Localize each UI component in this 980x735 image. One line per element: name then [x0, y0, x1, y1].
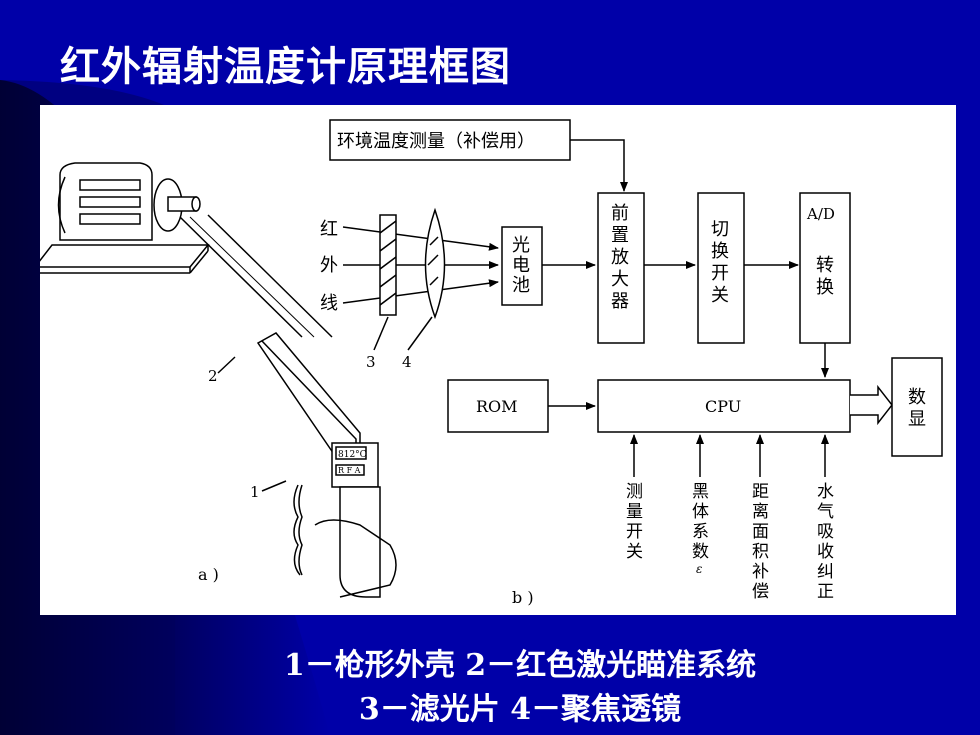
ir-label-1: 红 [320, 219, 338, 240]
ad-convert-2: 换 [816, 277, 834, 298]
gun-housing [256, 332, 397, 598]
svg-text:切: 切 [711, 219, 729, 240]
svg-text:面: 面 [752, 522, 769, 542]
svg-text:积: 积 [752, 542, 769, 562]
input-measure-switch: 测 量 开 关 [626, 482, 643, 562]
caption-item-4-dash: － [531, 692, 562, 727]
svg-text:离: 离 [752, 502, 769, 522]
svg-text:关: 关 [711, 285, 729, 306]
caption-item-2-dash: － [486, 648, 517, 683]
caption-item-1-num: 1 [283, 648, 305, 683]
display-label-1: 数 [908, 387, 926, 408]
svg-text:开: 开 [626, 522, 643, 542]
svg-text:换: 换 [711, 241, 729, 262]
svg-text:黑: 黑 [692, 482, 709, 502]
caption-line-1: 1－枪形外壳 2－红色激光瞄准系统 [30, 640, 980, 684]
callout-4: 4 [402, 353, 412, 371]
svg-text:关: 关 [626, 542, 643, 562]
filter-plate [379, 214, 397, 316]
env-temp-label: 环境温度测量（补偿用） [337, 131, 535, 152]
rom-box [447, 379, 549, 433]
display-box [891, 357, 943, 457]
ad-box [799, 192, 851, 344]
svg-text:距: 距 [752, 482, 769, 502]
svg-text:ε: ε [696, 562, 702, 576]
svg-text:量: 量 [626, 502, 643, 522]
svg-text:气: 气 [817, 502, 834, 522]
preamp-box [597, 192, 645, 344]
gun-buttons: R F A [338, 466, 361, 475]
ir-label-3: 线 [320, 293, 338, 314]
photocell-box [501, 226, 543, 306]
ad-label: A/D [806, 205, 835, 223]
svg-text:补: 补 [752, 562, 769, 582]
svg-text:置: 置 [611, 225, 629, 246]
svg-text:光: 光 [512, 235, 530, 256]
photocell-label: 光 电 池 [512, 235, 530, 296]
ad-convert-1: 转 [816, 255, 834, 276]
caption-item-3-text: 滤光片 [409, 692, 500, 727]
svg-text:开: 开 [711, 263, 729, 284]
input-distance: 距 离 面 积 补 偿 [752, 482, 769, 602]
thermometer-diagram: 环境温度测量（补偿用） 红 外 线 3 4 2 1 光 电 池 前 置 放 大 … [40, 119, 943, 607]
caption-item-4-text: 聚焦透镜 [561, 692, 682, 727]
svg-text:体: 体 [692, 502, 709, 522]
svg-text:数: 数 [692, 542, 709, 562]
caption-item-3-num: 3 [358, 692, 380, 727]
focus-lens [424, 207, 446, 320]
svg-text:池: 池 [512, 275, 530, 296]
diagram-panel: 环境温度测量（补偿用） 红 外 线 3 4 2 1 光 电 池 前 置 放 大 … [40, 105, 956, 615]
svg-text:水: 水 [817, 482, 834, 502]
gun-display-readout: 812°C [338, 450, 367, 460]
rom-label: ROM [476, 397, 518, 416]
svg-text:电: 电 [512, 255, 530, 276]
ir-label-2: 外 [320, 255, 338, 276]
cpu-label: CPU [705, 397, 741, 416]
svg-text:偿: 偿 [752, 582, 769, 602]
switch-box [697, 192, 745, 344]
caption-item-1-text: 枪形外壳 [334, 648, 455, 683]
label-a: a ) [198, 565, 219, 584]
caption-item-4-num: 4 [510, 692, 532, 727]
switch-label: 切 换 开 关 [711, 219, 729, 306]
svg-text:纠: 纠 [817, 562, 834, 582]
svg-text:放: 放 [611, 247, 629, 268]
callout-1: 1 [250, 483, 260, 501]
preamp-label: 前 置 放 大 器 [611, 203, 629, 312]
display-label-2: 显 [908, 409, 926, 430]
input-blackbody: 黑 体 系 数 ε [692, 482, 709, 576]
caption-item-2-text: 红色激光瞄准系统 [516, 648, 757, 683]
caption-item-3-dash: － [379, 692, 410, 727]
caption-item-1-dash: － [304, 648, 335, 683]
svg-text:器: 器 [611, 291, 629, 312]
svg-text:收: 收 [817, 542, 834, 562]
caption-line-2: 3－滤光片 4－聚焦透镜 [30, 684, 980, 728]
motor-drawing [40, 162, 210, 274]
callout-3: 3 [366, 353, 376, 371]
svg-text:测: 测 [626, 482, 643, 502]
callout-2: 2 [208, 367, 218, 385]
svg-text:前: 前 [611, 203, 629, 224]
slide-title: 红外辐射温度计原理框图 [60, 44, 511, 90]
label-b: b ) [512, 588, 534, 607]
svg-text:吸: 吸 [817, 522, 834, 542]
input-water-vapor: 水 气 吸 收 纠 正 [817, 482, 834, 602]
caption-item-2-num: 2 [465, 648, 487, 683]
svg-text:大: 大 [611, 269, 629, 290]
svg-text:正: 正 [817, 582, 834, 602]
svg-text:系: 系 [692, 522, 709, 542]
